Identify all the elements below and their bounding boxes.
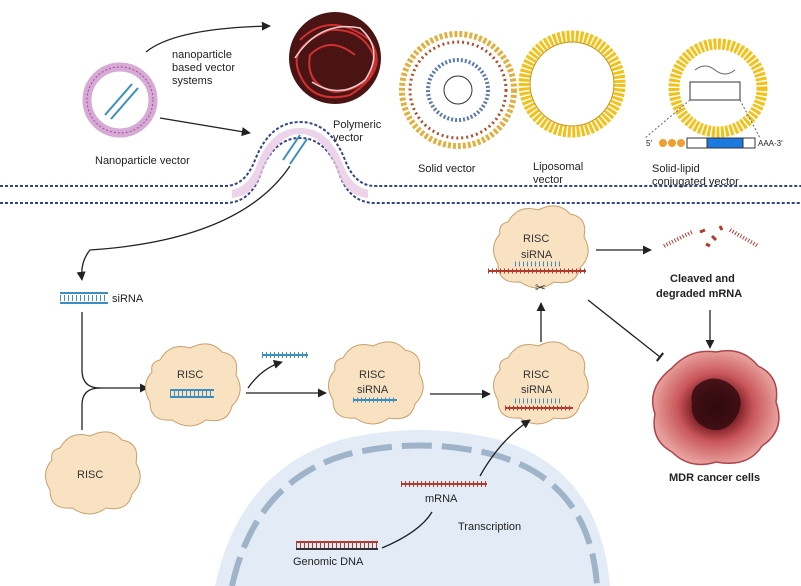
arrow-sirna-merge [81, 312, 101, 389]
sirna-label-4: siRNA [521, 249, 553, 261]
scissors-icon: ✂ [535, 281, 546, 296]
mdr-cancer-cell [651, 349, 780, 466]
nanoparticle-vector-label: Nanoparticle vector [95, 155, 190, 167]
solid-vector [399, 31, 517, 149]
sirna-label-3: siRNA [521, 384, 553, 396]
inhibit-line [587, 299, 665, 362]
cell-membrane [0, 120, 801, 204]
nuclear-envelope [229, 442, 600, 586]
mrna-label: mRNA [425, 493, 458, 505]
nanoparticle-vector [82, 62, 158, 138]
arrow-transcription [381, 511, 433, 549]
risc-complex-3: RISC siRNA [493, 341, 589, 425]
sirna-free [60, 292, 108, 304]
arrow-passenger-release [247, 359, 283, 389]
sirna-label: siRNA [112, 293, 144, 305]
transcription-label: Transcription [458, 521, 521, 533]
risc-complex-free: RISC [45, 431, 141, 515]
risc-label-2: RISC [359, 369, 385, 381]
arrow-mrna-to-risc [479, 419, 531, 477]
arrow-to-systems [145, 21, 271, 53]
three-prime-label: AAA-3' [758, 139, 783, 148]
polymeric-vector-label: Polymeric vector [333, 119, 384, 144]
arrow-endocytosis [76, 165, 291, 281]
solid-vector-label: Solid vector [418, 163, 476, 175]
cleaved-mrna-fragments [663, 225, 759, 248]
risc-label-4: RISC [523, 233, 549, 245]
liposomal-vector [518, 30, 626, 138]
nanoparticle-systems-label: nanoparticle based vector systems [172, 49, 238, 87]
arrow-risc-merge [81, 383, 149, 430]
liposomal-vector-label: Liposomal vector [533, 161, 586, 186]
solid-lipid-conjugated-vector [668, 38, 768, 138]
solid-lipid-vector-label: Solid-lipid conjugated vector [652, 163, 739, 188]
genomic-dna [296, 541, 378, 550]
sirna-label-2: siRNA [357, 384, 389, 396]
nucleus [215, 430, 610, 586]
risc-complex-1: RISC [145, 343, 241, 427]
arrow-to-membrane [159, 117, 251, 137]
risc-label-1: RISC [177, 369, 203, 381]
mrna-construct: 5' AAA-3' [644, 99, 783, 149]
mdr-cancer-cells-label: MDR cancer cells [669, 472, 760, 484]
cleaved-mrna-label: Cleaved and degraded mRNA [656, 273, 742, 300]
genomic-dna-label: Genomic DNA [293, 556, 364, 568]
sirna-in-membrane [282, 134, 308, 165]
risc-cleavage-complex: RISC siRNA ✂ [488, 205, 589, 296]
risc-label-3: RISC [523, 369, 549, 381]
risc-complex-2: RISC siRNA [328, 341, 424, 425]
polymeric-vector [289, 12, 381, 104]
five-prime-label: 5' [646, 139, 652, 148]
risc-label-free: RISC [77, 469, 103, 481]
